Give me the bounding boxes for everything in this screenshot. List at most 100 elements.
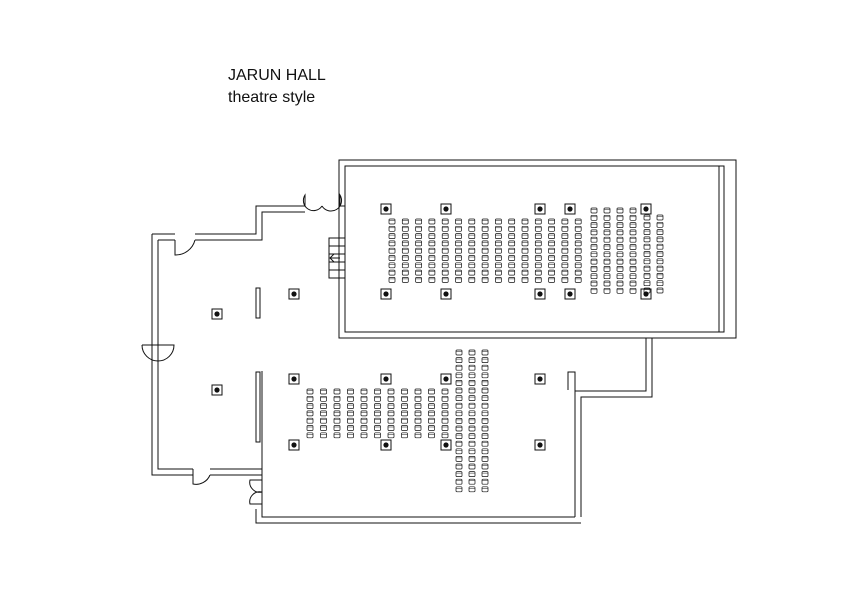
chair-icon <box>441 247 449 254</box>
chair-icon <box>574 225 582 232</box>
columns-layer <box>211 203 652 451</box>
chair-icon <box>574 218 582 225</box>
chair-icon <box>374 410 381 417</box>
chair-icon <box>455 395 463 401</box>
column-marker-icon <box>440 439 452 451</box>
chair-icon <box>468 418 476 424</box>
chair-icon <box>333 425 341 431</box>
chair-icon <box>428 417 435 424</box>
chair-icon <box>468 357 476 363</box>
chair-icon <box>468 262 476 269</box>
chair-icon <box>428 240 436 247</box>
chair-icon <box>468 387 476 394</box>
chair-icon <box>387 395 395 402</box>
chair-icon <box>347 395 354 402</box>
chair-icon <box>401 233 409 239</box>
chair-icon <box>468 240 476 247</box>
chair-icon <box>534 233 542 239</box>
chair-icon <box>521 233 529 239</box>
chair-icon <box>481 372 489 379</box>
chair-icon <box>428 410 435 417</box>
chair-icon <box>603 258 611 265</box>
chair-icon <box>415 218 422 225</box>
chair-icon <box>455 225 462 232</box>
chair-icon <box>629 222 637 228</box>
door-swing-icon <box>141 193 343 505</box>
plan-title: JARUN HALL <box>228 67 326 84</box>
chair-icon <box>455 456 463 462</box>
chair-icon <box>603 287 611 294</box>
chair-icon <box>521 247 529 254</box>
chair-icon <box>521 240 529 247</box>
chair-icon <box>481 440 489 447</box>
chair-icon <box>415 269 422 276</box>
chair-icon <box>656 221 664 228</box>
chair-icon <box>401 240 409 247</box>
chair-icon <box>656 258 664 265</box>
partition-panels <box>255 287 261 443</box>
chair-icon <box>590 244 598 250</box>
chair-icon <box>481 456 489 462</box>
chair-icon <box>548 225 555 232</box>
chair-icon <box>415 277 422 283</box>
chair-icon <box>643 280 651 287</box>
chair-icon <box>616 229 624 236</box>
chair-icon <box>388 255 396 261</box>
chair-icon <box>415 240 422 247</box>
chair-icon <box>629 287 637 294</box>
chair-icon <box>374 432 381 439</box>
column-marker-icon <box>211 384 223 396</box>
chair-icon <box>534 225 542 232</box>
stage-steps <box>328 237 346 279</box>
chair-icon <box>455 240 462 247</box>
column-marker-icon <box>288 288 300 300</box>
chair-icon <box>590 236 598 243</box>
plan-subtitle: theatre style <box>228 89 316 106</box>
chair-icon <box>548 240 555 247</box>
chair-icon <box>428 425 435 431</box>
chair-icon <box>468 440 476 447</box>
chair-icon <box>455 387 463 394</box>
chair-icon <box>534 255 542 261</box>
chair-icon <box>590 266 598 272</box>
chair-icon <box>603 280 611 287</box>
chair-icon <box>441 225 449 232</box>
chair-icon <box>495 255 502 261</box>
chair-icon <box>521 218 529 225</box>
chair-icon <box>320 388 327 395</box>
chair-icon <box>481 247 489 254</box>
chair-icon <box>360 417 368 424</box>
chair-icon <box>388 247 396 254</box>
chair-icon <box>481 364 489 371</box>
chair-icon <box>468 225 476 232</box>
chair-icon <box>656 287 664 294</box>
chair-icon <box>320 410 327 417</box>
upper-hall-walls <box>338 159 737 339</box>
chair-icon <box>387 425 395 431</box>
chair-icon <box>656 243 664 250</box>
chair-icon <box>561 233 569 239</box>
column-marker-icon <box>534 203 546 215</box>
chair-icon <box>320 417 327 424</box>
chair-icon <box>603 207 611 214</box>
chair-icon <box>548 269 555 276</box>
chair-icon <box>656 273 664 279</box>
chair-icon <box>603 222 611 228</box>
chair-icon <box>401 262 409 269</box>
chair-icon <box>643 236 651 243</box>
chair-icon <box>428 388 435 395</box>
chair-icon <box>534 240 542 247</box>
chair-icon <box>481 402 489 409</box>
chair-icon <box>603 229 611 236</box>
chair-icon <box>616 244 624 250</box>
column-marker-icon <box>440 203 452 215</box>
chair-icon <box>508 218 516 225</box>
chair-icon <box>360 410 368 417</box>
chair-icon <box>455 269 462 276</box>
chair-icon <box>548 247 555 254</box>
chair-icon <box>548 233 555 239</box>
chair-icon <box>574 255 582 261</box>
chair-icon <box>374 417 381 424</box>
chair-icon <box>455 463 463 470</box>
column-marker-icon <box>380 203 392 215</box>
